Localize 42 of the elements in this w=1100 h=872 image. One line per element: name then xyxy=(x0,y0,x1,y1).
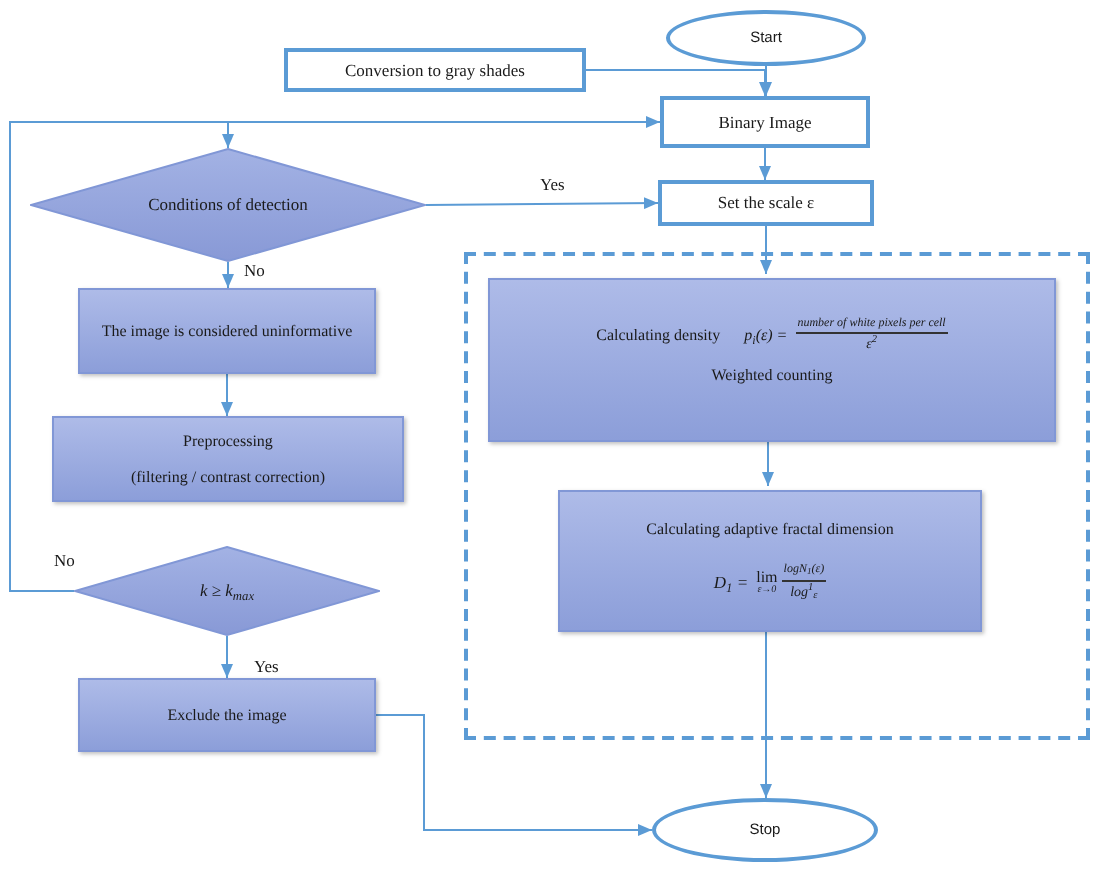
formula-text: D$_{1}$ = xyxy=(713,572,749,594)
arrow xyxy=(9,121,234,592)
box-subtitle: Weighted counting xyxy=(711,366,833,387)
formula-text: p$_{i}$(ε) = xyxy=(744,326,788,346)
limit-operator: lim xyxy=(756,569,778,585)
decision-diamond xyxy=(74,546,380,636)
arrow xyxy=(222,261,234,289)
dashed-group-box xyxy=(464,252,1090,740)
process-box xyxy=(284,48,586,92)
arrow xyxy=(221,635,233,679)
arrow xyxy=(759,147,771,181)
box-label: Conversion to gray shades xyxy=(345,59,525,81)
arrow xyxy=(221,373,233,417)
box-label: The image is considered uninformative xyxy=(101,321,353,341)
process-box xyxy=(558,490,982,632)
box-title: Preprocessing xyxy=(183,431,273,451)
process-box xyxy=(78,288,376,374)
decision-label: Conditions of detection xyxy=(148,194,308,216)
edge-label: No xyxy=(242,262,267,279)
edge-label: Yes xyxy=(538,176,567,193)
arrow xyxy=(425,197,659,210)
box-label: Set the scale ε xyxy=(717,192,815,214)
process-box xyxy=(52,416,404,502)
process-box xyxy=(658,180,874,226)
decision-diamond xyxy=(30,148,426,262)
box-title: Calculating adaptive fractal dimension xyxy=(646,520,894,541)
decision-label: k ≥ k$_{max}$ xyxy=(199,580,255,602)
process-box xyxy=(488,278,1056,442)
process-box xyxy=(78,678,376,752)
arrow xyxy=(585,69,771,97)
arrow xyxy=(760,627,772,799)
arrow xyxy=(760,225,772,275)
arrow xyxy=(375,714,653,836)
edge-label: Yes xyxy=(252,658,281,675)
arrow xyxy=(760,65,772,97)
box-title: Calculating density xyxy=(596,326,721,346)
box-subtitle: (filtering / contrast correction) xyxy=(130,467,326,487)
box-label: Exclude the image xyxy=(167,705,287,725)
edge-label: No xyxy=(52,552,77,569)
box-label: Binary Image xyxy=(718,111,812,133)
arrow xyxy=(762,437,774,487)
process-box xyxy=(660,96,870,148)
